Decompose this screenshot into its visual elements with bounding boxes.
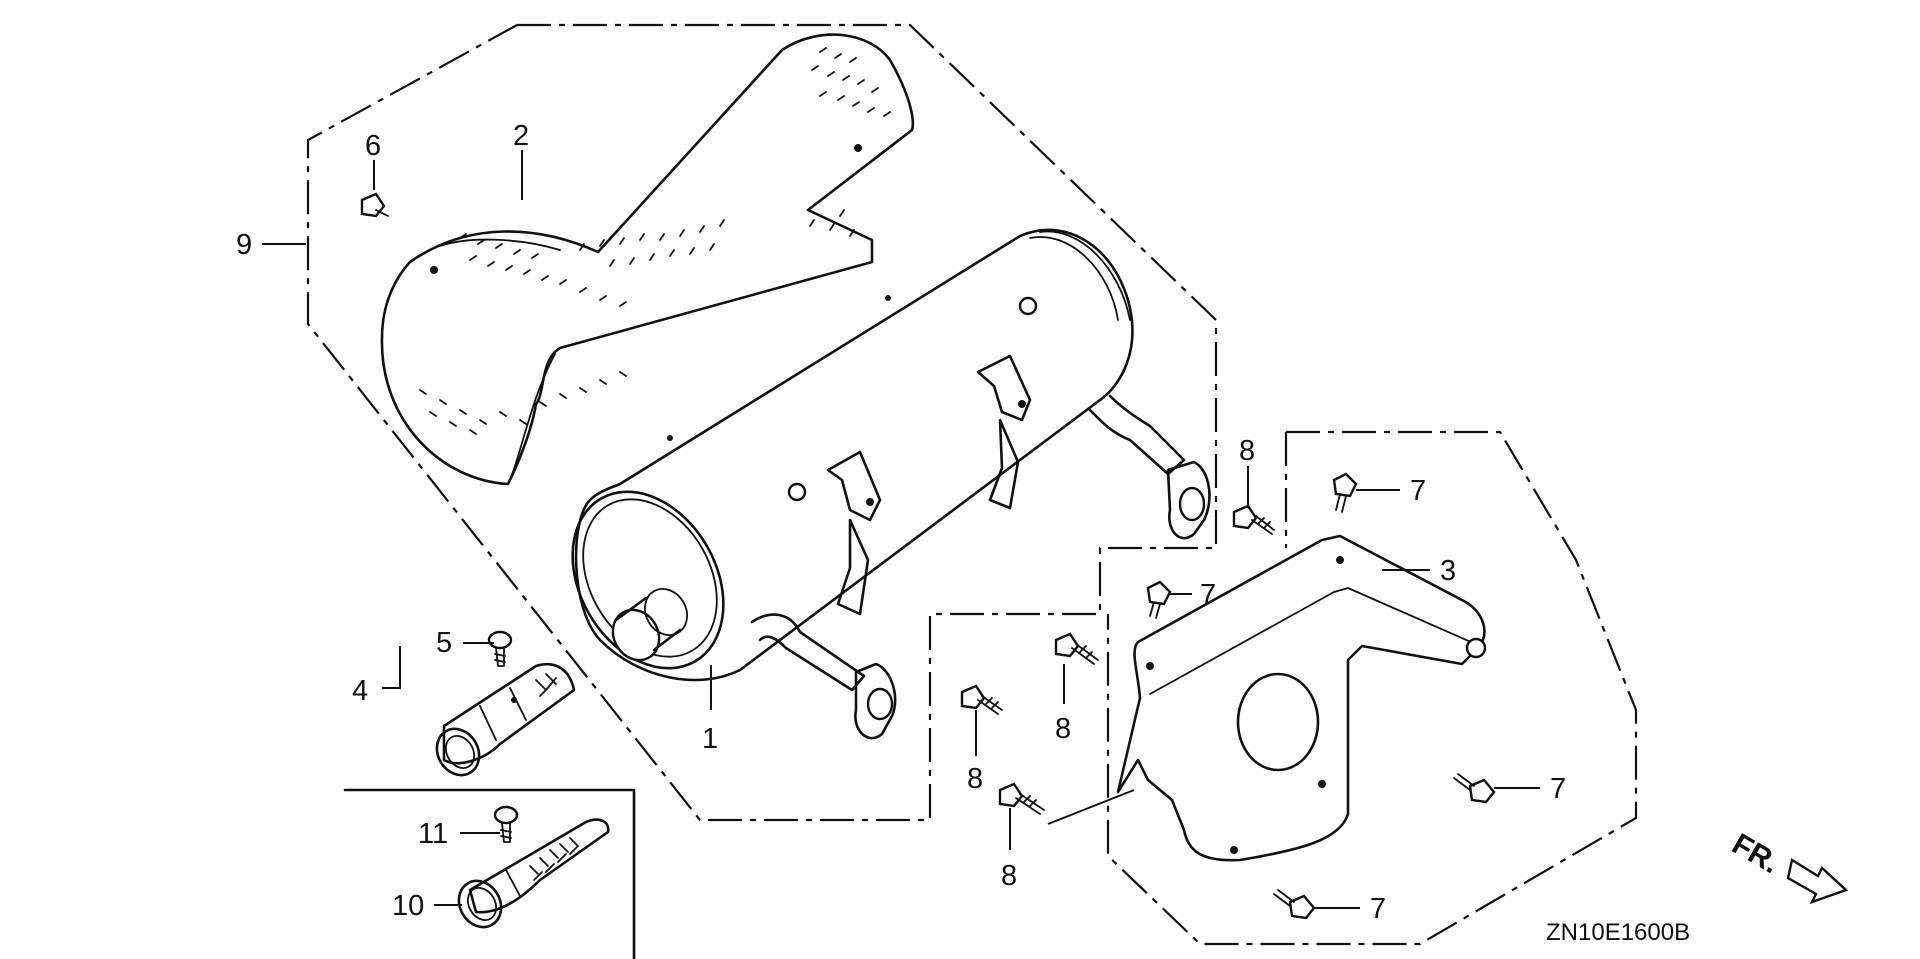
callout-3: 3 bbox=[1440, 555, 1456, 587]
drawing-code: ZN10E1600B bbox=[1546, 919, 1690, 946]
bolt-item-7d bbox=[1273, 889, 1316, 920]
callout-4: 4 bbox=[352, 675, 368, 707]
bolt-item-7a bbox=[1332, 472, 1358, 513]
bolt-item-8a bbox=[1232, 504, 1275, 535]
kit-boundary-muffler bbox=[306, 23, 1218, 822]
alternate-parts-frame bbox=[343, 788, 636, 959]
callout-1: 1 bbox=[702, 723, 718, 755]
screw-item-11 bbox=[493, 805, 519, 843]
nut-item-6 bbox=[360, 192, 389, 218]
callout-8b: 8 bbox=[1055, 713, 1071, 745]
bolt-item-8b bbox=[1054, 632, 1099, 665]
callout-5: 5 bbox=[436, 627, 452, 659]
alternate-spark-arrester-part bbox=[457, 818, 610, 929]
front-direction-indicator: FR. bbox=[1727, 827, 1849, 905]
callout-10: 10 bbox=[392, 890, 424, 922]
callout-7b: 7 bbox=[1200, 579, 1216, 611]
heat-protector-part bbox=[380, 33, 915, 486]
bolt-item-8c bbox=[960, 684, 1003, 715]
callout-8c: 8 bbox=[967, 763, 983, 795]
bolt-item-8d bbox=[998, 782, 1045, 815]
muffler-protector-part bbox=[1116, 534, 1487, 862]
callout-7a: 7 bbox=[1410, 475, 1426, 507]
callout-2: 2 bbox=[513, 120, 529, 152]
callout-11: 11 bbox=[418, 818, 448, 850]
leader-8d-extension bbox=[1047, 789, 1135, 825]
leader-4 bbox=[382, 646, 401, 689]
kit-boundary-protector bbox=[1106, 430, 1638, 946]
front-arrow-icon bbox=[1786, 858, 1849, 905]
spark-arrester-part bbox=[435, 663, 576, 777]
front-label: FR. bbox=[1727, 827, 1785, 880]
screw-item-5 bbox=[487, 630, 513, 667]
muffler-part bbox=[571, 228, 1211, 740]
callout-9: 9 bbox=[236, 229, 252, 261]
callout-6: 6 bbox=[365, 130, 381, 162]
callout-7d: 7 bbox=[1370, 893, 1386, 925]
callout-8d: 8 bbox=[1001, 860, 1017, 892]
callout-7c: 7 bbox=[1550, 773, 1566, 805]
callout-8a: 8 bbox=[1239, 435, 1255, 467]
bolt-item-7c bbox=[1453, 773, 1496, 804]
perforation-pattern bbox=[419, 47, 891, 435]
bolt-item-7b bbox=[1146, 580, 1172, 619]
